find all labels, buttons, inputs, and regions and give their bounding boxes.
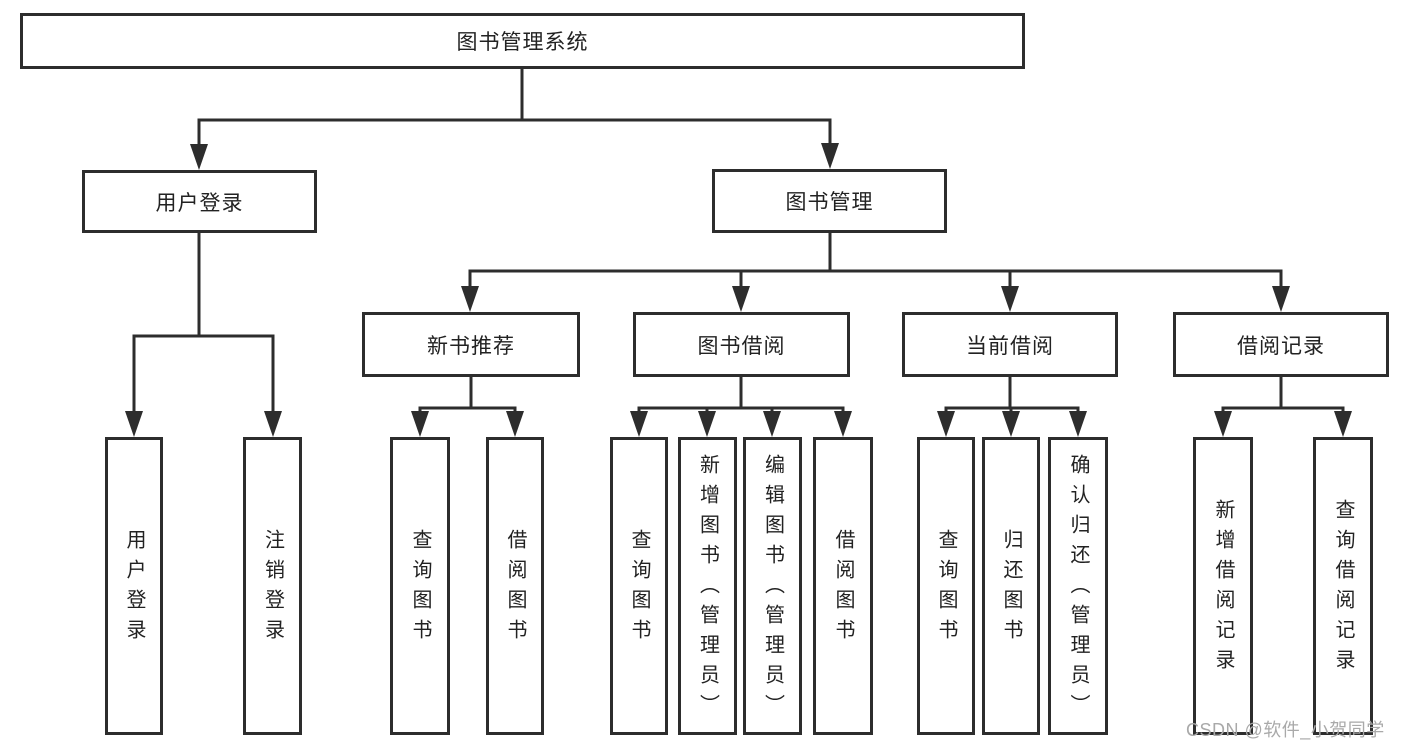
connector-root-branch [197,69,832,146]
leaf-query-books-borrowing: 查询图书 [610,437,668,735]
arrow-icon [1002,411,1020,437]
leaf-query-books-recommendation: 查询图书 [390,437,450,735]
leaf-logout: 注销登录 [243,437,302,735]
leaf-user-login: 用户登录 [105,437,163,735]
node-library-management-system: 图书管理系统 [20,13,1025,69]
connector-borrowing-records-branch [1221,377,1345,413]
arrow-icon [763,411,781,437]
connector-current-borrowing-branch [944,377,1080,413]
leaf-add-books-admin: 新增图书（管理员） [678,437,737,735]
arrow-icon [506,411,524,437]
arrow-icon [1214,411,1232,437]
arrow-icon [834,411,852,437]
arrow-icon [1001,286,1019,312]
arrow-icon [732,286,750,312]
arrow-icon [1334,411,1352,437]
arrow-icon [190,144,208,170]
connector-new-book-recommendation-branch [418,377,517,413]
arrow-icon [461,286,479,312]
leaf-borrow-books-recommendation: 借阅图书 [486,437,544,735]
node-book-management: 图书管理 [712,169,947,233]
node-borrowing-records: 借阅记录 [1173,312,1389,377]
leaf-query-books-current: 查询图书 [917,437,975,735]
node-book-borrowing: 图书借阅 [633,312,850,377]
leaf-query-borrowing-record: 查询借阅记录 [1313,437,1373,735]
arrow-icon [264,411,282,437]
arrow-icon [698,411,716,437]
connector-user-login-branch [132,233,275,412]
leaf-add-borrowing-record: 新增借阅记录 [1193,437,1253,735]
leaf-edit-books-admin: 编辑图书（管理员） [743,437,802,735]
leaf-confirm-return-admin: 确认归还（管理员） [1048,437,1108,735]
leaf-borrow-books: 借阅图书 [813,437,873,735]
node-current-borrowing: 当前借阅 [902,312,1118,377]
connector-book-borrowing-branch [637,377,845,413]
arrow-icon [411,411,429,437]
node-new-book-recommendation: 新书推荐 [362,312,580,377]
arrow-icon [1069,411,1087,437]
arrow-icon [937,411,955,437]
csdn-watermark: CSDN @软件_小贺同学 [1186,720,1385,740]
connector-book-management-branch [468,233,1283,288]
node-user-login: 用户登录 [82,170,317,233]
arrow-icon [821,143,839,169]
leaf-return-books: 归还图书 [982,437,1040,735]
arrow-icon [1272,286,1290,312]
arrow-icon [630,411,648,437]
arrow-icon [125,411,143,437]
arrowheads [125,143,1352,437]
